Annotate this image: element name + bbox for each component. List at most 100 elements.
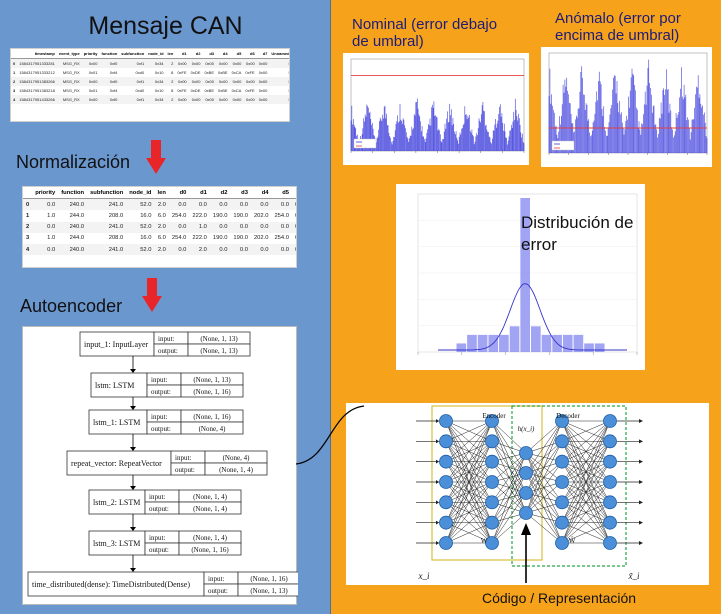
neuron-node: [603, 536, 617, 550]
input-shape: (None, 1, 13): [200, 335, 238, 343]
table-cell: 16.0: [140, 235, 152, 242]
table-cell: MSG_RX: [56, 95, 82, 104]
output-label: output:: [151, 388, 171, 396]
column-header: d3: [230, 187, 251, 200]
column-header: priority: [81, 49, 100, 59]
edge-arrowhead: [130, 568, 136, 572]
table-cell: 0.0: [271, 221, 292, 233]
nominal-chart: [350, 58, 525, 153]
network-edge: [525, 420, 563, 474]
input-arrowhead: [436, 480, 439, 484]
input-shape: (None, 1, 4): [193, 493, 227, 501]
anomalo-chart: [548, 52, 708, 155]
table-cell: 3: [13, 88, 16, 93]
output-shape: (None, 4): [199, 425, 226, 433]
neuron-node: [485, 454, 499, 469]
column-header: d6: [243, 49, 257, 59]
table-cell: 0.0: [209, 221, 231, 233]
layer-name: lstm_3: LSTM: [93, 539, 140, 548]
table-cell: 52.0: [126, 198, 155, 211]
table-cell: 0x01: [88, 88, 98, 93]
table-cell: 8: [171, 70, 174, 75]
column-header: d2: [209, 187, 231, 200]
network-edge: [561, 420, 611, 462]
output-arrowhead: [639, 439, 643, 444]
column-header: node_id: [126, 187, 155, 200]
code-layer-label: h(x_i): [518, 425, 535, 433]
neuron-node: [439, 515, 453, 530]
input-arrowhead: [436, 419, 439, 423]
histogram-bar: [562, 334, 573, 352]
input-shape: (None, 1, 13): [193, 376, 231, 384]
output-shape: (None, 1, 13): [200, 347, 238, 355]
output-arrowhead: [639, 520, 643, 525]
table-cell: 0x00: [81, 58, 100, 68]
network-edge: [445, 420, 493, 442]
table-cell: 0x00: [202, 95, 216, 104]
column-header: d7: [256, 49, 270, 59]
table-row: 40.0240.0241.052.02.00.02.00.00.00.00.00…: [23, 243, 296, 256]
plot-frame: [350, 58, 525, 152]
table-cell: 1584317951383218: [19, 88, 55, 93]
column-header: d5: [229, 49, 244, 59]
network-edge: [525, 461, 563, 514]
network-edge: [561, 420, 611, 503]
network-edge: [445, 502, 493, 544]
decoder-label: Decoder: [556, 412, 580, 420]
table-cell: 1.0: [47, 212, 56, 219]
table-cell: 0x00: [175, 58, 189, 68]
table-cell: 2.0: [189, 243, 210, 256]
output-arrowhead: [639, 480, 643, 484]
edge-arrowhead: [130, 527, 136, 531]
weight-w-prime-label: Ŵ: [569, 537, 576, 545]
histogram-bar: [467, 334, 477, 352]
table-cell: MSG_RX: [62, 88, 80, 93]
network-edge: [561, 420, 611, 544]
table-cell: 0xf0: [99, 77, 120, 86]
anomalo-title: Anómalo (error por encima de umbral): [555, 10, 681, 44]
table-cell: 0x00: [243, 95, 257, 104]
layer-name: lstm_1: LSTM: [93, 418, 140, 427]
network-edge: [525, 420, 563, 454]
table-cell: 6.0: [157, 212, 166, 219]
table-cell: 2.0: [154, 198, 169, 211]
table-cell: 2: [23, 221, 33, 233]
nominal-title: Nominal (error debajo de umbral): [352, 16, 498, 50]
table-cell: 0.0: [32, 198, 59, 211]
table-cell: 0x00: [216, 58, 230, 68]
table-cell: 1584317951333212: [19, 70, 55, 75]
table-cell: 0x00: [216, 77, 230, 86]
histogram-bar: [573, 334, 584, 352]
table-cell: 0.0: [292, 210, 296, 221]
table-cell: 52.0: [126, 221, 155, 233]
table-cell: NaN: [269, 58, 289, 68]
table-cell: 0x01: [88, 70, 98, 75]
column-header: d4: [216, 49, 230, 59]
neuron-node: [439, 434, 453, 449]
table-cell: 0xCA: [231, 70, 242, 75]
input-label: input:: [149, 534, 165, 542]
table-cell: MSG_RX: [62, 70, 80, 75]
weight-w-label: W: [481, 537, 488, 545]
table-row: 00.0240.0241.052.02.00.00.00.00.00.00.00…: [23, 198, 296, 211]
table-cell: 3: [26, 235, 30, 242]
table-cell: 0xBE: [218, 88, 228, 93]
input-shape: (None, 1, 16): [250, 575, 288, 583]
histogram-bar: [584, 343, 594, 352]
network-edge: [445, 420, 493, 462]
density-curve: [438, 283, 627, 351]
table-cell: 190.0: [212, 235, 228, 242]
error-series: [548, 59, 708, 153]
column-header: function: [58, 187, 88, 200]
anomalo-plot: [541, 47, 712, 167]
table-cell: 0x00: [229, 58, 244, 68]
neuron-node: [519, 506, 533, 520]
output-arrowhead: [639, 419, 643, 423]
neuron-node: [485, 434, 499, 449]
neuron-node: [603, 475, 617, 489]
input-label: input:: [158, 335, 174, 343]
encoder-label: Encoder: [482, 412, 506, 420]
